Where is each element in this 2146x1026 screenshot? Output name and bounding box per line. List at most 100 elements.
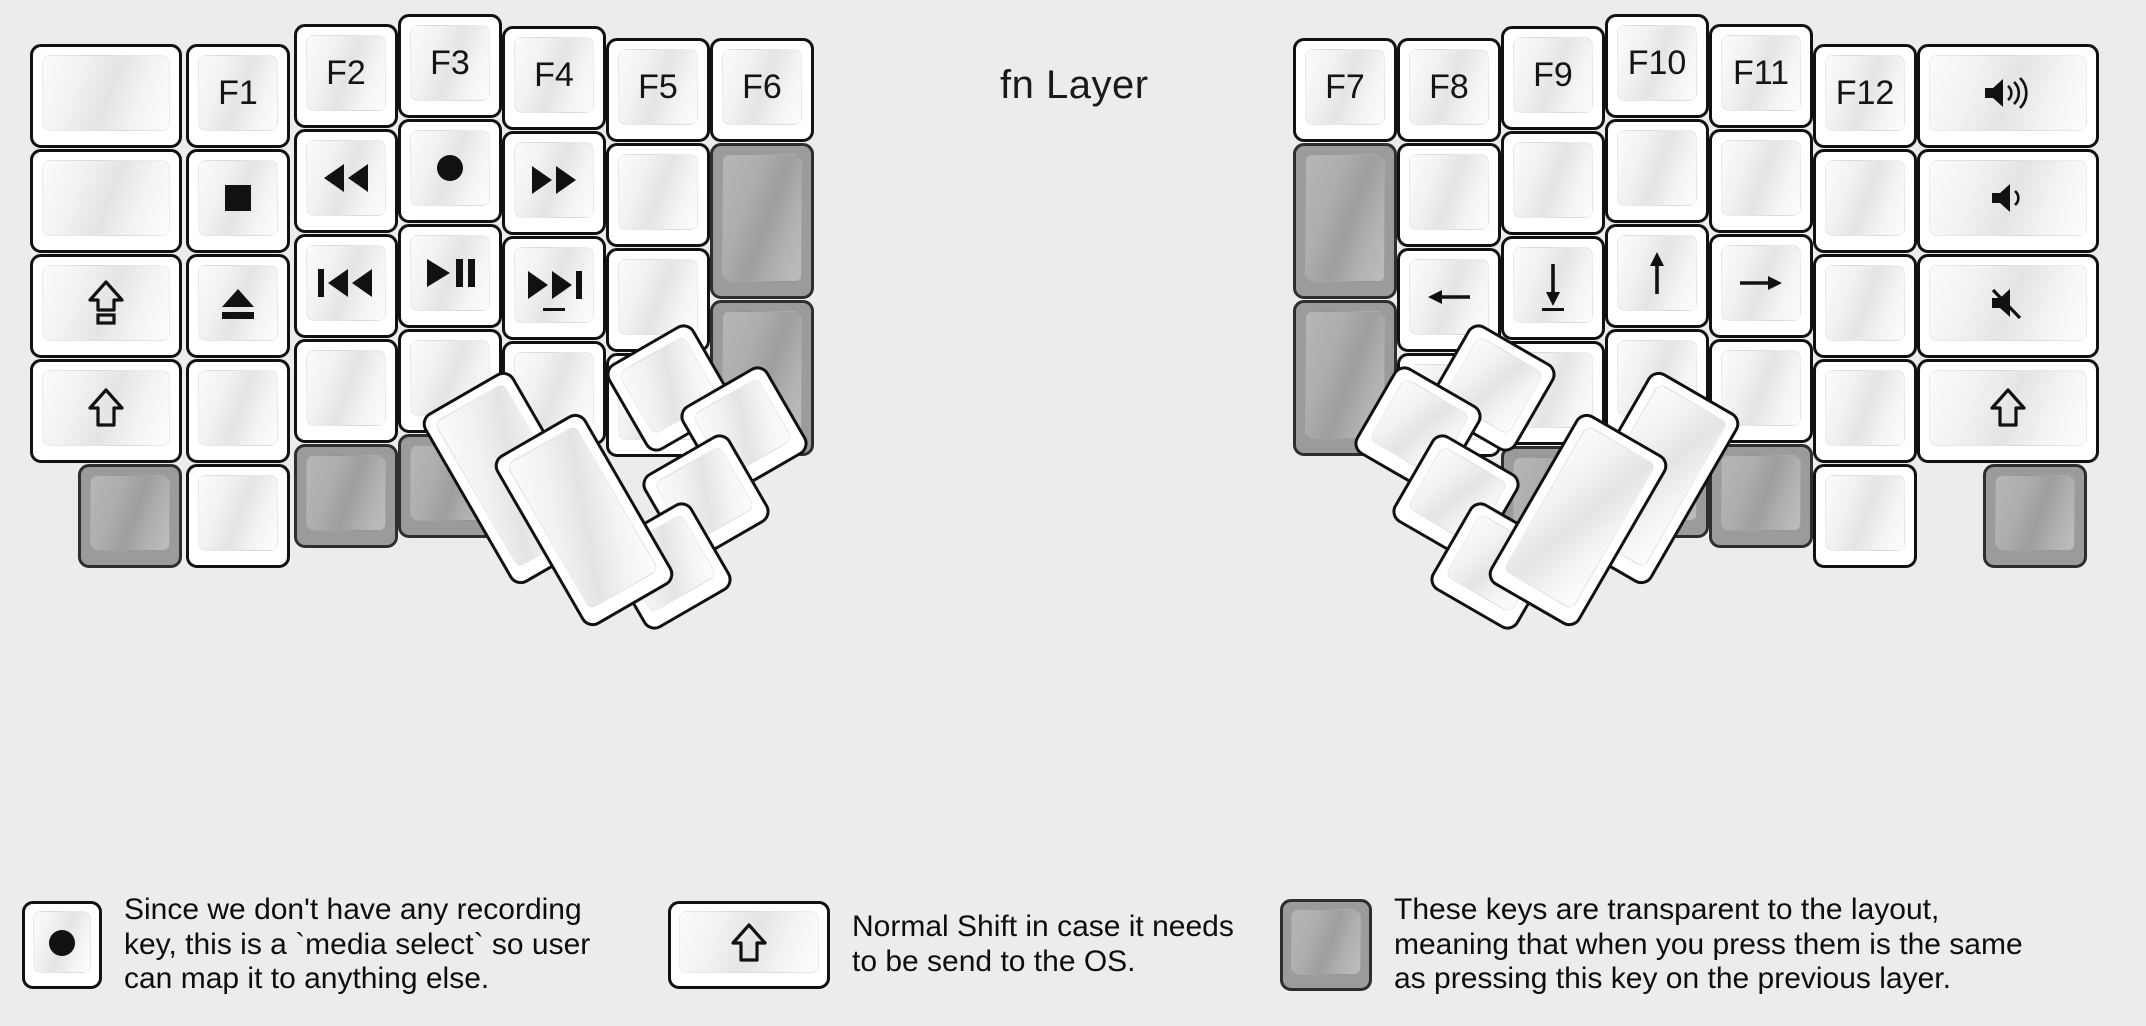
key-cap [1721, 140, 1801, 216]
col-outer-left-key-4[interactable] [78, 464, 182, 568]
key-cap [514, 37, 594, 113]
col-f3-key-2[interactable] [398, 224, 502, 328]
key-cap [42, 370, 170, 446]
legend-key-shift-icon [668, 901, 830, 989]
col-f11-key-1[interactable] [1709, 129, 1813, 233]
col-f7-key-0[interactable]: F7 [1293, 38, 1397, 142]
col-f6-key-0[interactable]: F6 [710, 38, 814, 142]
col-f8-key-1[interactable] [1397, 143, 1501, 247]
key-cap [1409, 49, 1489, 125]
key-cap [1291, 909, 1361, 975]
key-cap [1409, 154, 1489, 230]
key-cap [1513, 247, 1593, 323]
col-f5-key-1[interactable] [606, 143, 710, 247]
key-cap [198, 160, 278, 236]
col-f2-key-1[interactable] [294, 129, 398, 233]
legend-bar: Since we don't have any recording key, t… [8, 872, 2138, 1018]
col-f12-key-2[interactable] [1813, 254, 1917, 358]
key-cap [514, 247, 594, 323]
key-cap [618, 259, 698, 335]
key-cap [1513, 37, 1593, 113]
key-cap [198, 265, 278, 341]
key-cap [410, 130, 490, 206]
col-f12-key-3[interactable] [1813, 359, 1917, 463]
shift-icon [730, 922, 768, 964]
col-f2-key-4[interactable] [294, 444, 398, 548]
col-f1-key-3[interactable] [186, 359, 290, 463]
key-cap [306, 140, 386, 216]
key-cap [1513, 142, 1593, 218]
col-f6-key-1[interactable] [710, 143, 814, 299]
key-cap [198, 370, 278, 446]
key-cap [42, 265, 170, 341]
col-f11-key-0[interactable]: F11 [1709, 24, 1813, 128]
col-f1-key-0[interactable]: F1 [186, 44, 290, 148]
key-cap [90, 475, 170, 551]
col-f11-key-2[interactable] [1709, 234, 1813, 338]
key-cap [306, 35, 386, 111]
legend-item-0: Since we don't have any recording key, t… [22, 888, 590, 1002]
col-f7-key-1[interactable] [1293, 143, 1397, 299]
key-cap [618, 49, 698, 125]
legend-text-2: These keys are transparent to the layout… [1394, 892, 2023, 996]
col-f12-key-1[interactable] [1813, 149, 1917, 253]
key-cap [1721, 245, 1801, 321]
legend-text-0: Since we don't have any recording key, t… [124, 892, 591, 996]
col-f9-key-1[interactable] [1501, 131, 1605, 235]
key-cap [1825, 370, 1905, 446]
key-tick-mark [543, 308, 565, 311]
col-f1-key-4[interactable] [186, 464, 290, 568]
col-f4-key-1[interactable] [502, 131, 606, 235]
col-outer-right-key-1[interactable] [1917, 149, 2099, 253]
col-outer-left-key-1[interactable] [30, 149, 182, 253]
col-f5-key-0[interactable]: F5 [606, 38, 710, 142]
col-f8-key-0[interactable]: F8 [1397, 38, 1501, 142]
col-f3-key-0[interactable]: F3 [398, 14, 502, 118]
page-title: fn Layer [1000, 63, 1149, 107]
col-outer-left-key-2[interactable] [30, 254, 182, 358]
col-f9-key-0[interactable]: F9 [1501, 26, 1605, 130]
col-f3-key-1[interactable] [398, 119, 502, 223]
key-cap [1617, 25, 1697, 101]
legend-item-2: These keys are transparent to the layout… [1280, 888, 2023, 1002]
key-cap [722, 154, 802, 282]
col-f10-key-2[interactable] [1605, 224, 1709, 328]
legend-key-record-icon [22, 901, 102, 989]
key-cap [1305, 154, 1385, 282]
key-cap [198, 475, 278, 551]
key-cap [514, 142, 594, 218]
key-cap [722, 49, 802, 125]
col-outer-right-key-4[interactable] [1983, 464, 2087, 568]
col-f12-key-0[interactable]: F12 [1813, 44, 1917, 148]
key-cap [306, 245, 386, 321]
key-cap [618, 154, 698, 230]
col-f2-key-2[interactable] [294, 234, 398, 338]
col-f11-key-4[interactable] [1709, 444, 1813, 548]
key-cap [1721, 35, 1801, 111]
col-f10-key-1[interactable] [1605, 119, 1709, 223]
key-cap [306, 455, 386, 531]
key-cap [306, 350, 386, 426]
col-f4-key-0[interactable]: F4 [502, 26, 606, 130]
col-outer-left-key-3[interactable] [30, 359, 182, 463]
col-f4-key-2[interactable] [502, 236, 606, 340]
legend-key-blank [1280, 899, 1372, 991]
key-cap [42, 160, 170, 236]
col-f1-key-2[interactable] [186, 254, 290, 358]
col-f2-key-3[interactable] [294, 339, 398, 443]
col-outer-right-key-3[interactable] [1917, 359, 2099, 463]
col-outer-right-key-2[interactable] [1917, 254, 2099, 358]
col-f12-key-4[interactable] [1813, 464, 1917, 568]
col-f1-key-1[interactable] [186, 149, 290, 253]
col-outer-right-key-0[interactable] [1917, 44, 2099, 148]
col-f10-key-0[interactable]: F10 [1605, 14, 1709, 118]
col-f2-key-0[interactable]: F2 [294, 24, 398, 128]
key-cap [42, 55, 170, 131]
col-f9-key-2[interactable] [1501, 236, 1605, 340]
key-cap [1825, 265, 1905, 341]
key-cap [1995, 475, 2075, 551]
col-outer-left-key-0[interactable] [30, 44, 182, 148]
legend-item-1: Normal Shift in case it needs to be send… [668, 888, 1234, 1002]
key-cap [1929, 55, 2087, 131]
